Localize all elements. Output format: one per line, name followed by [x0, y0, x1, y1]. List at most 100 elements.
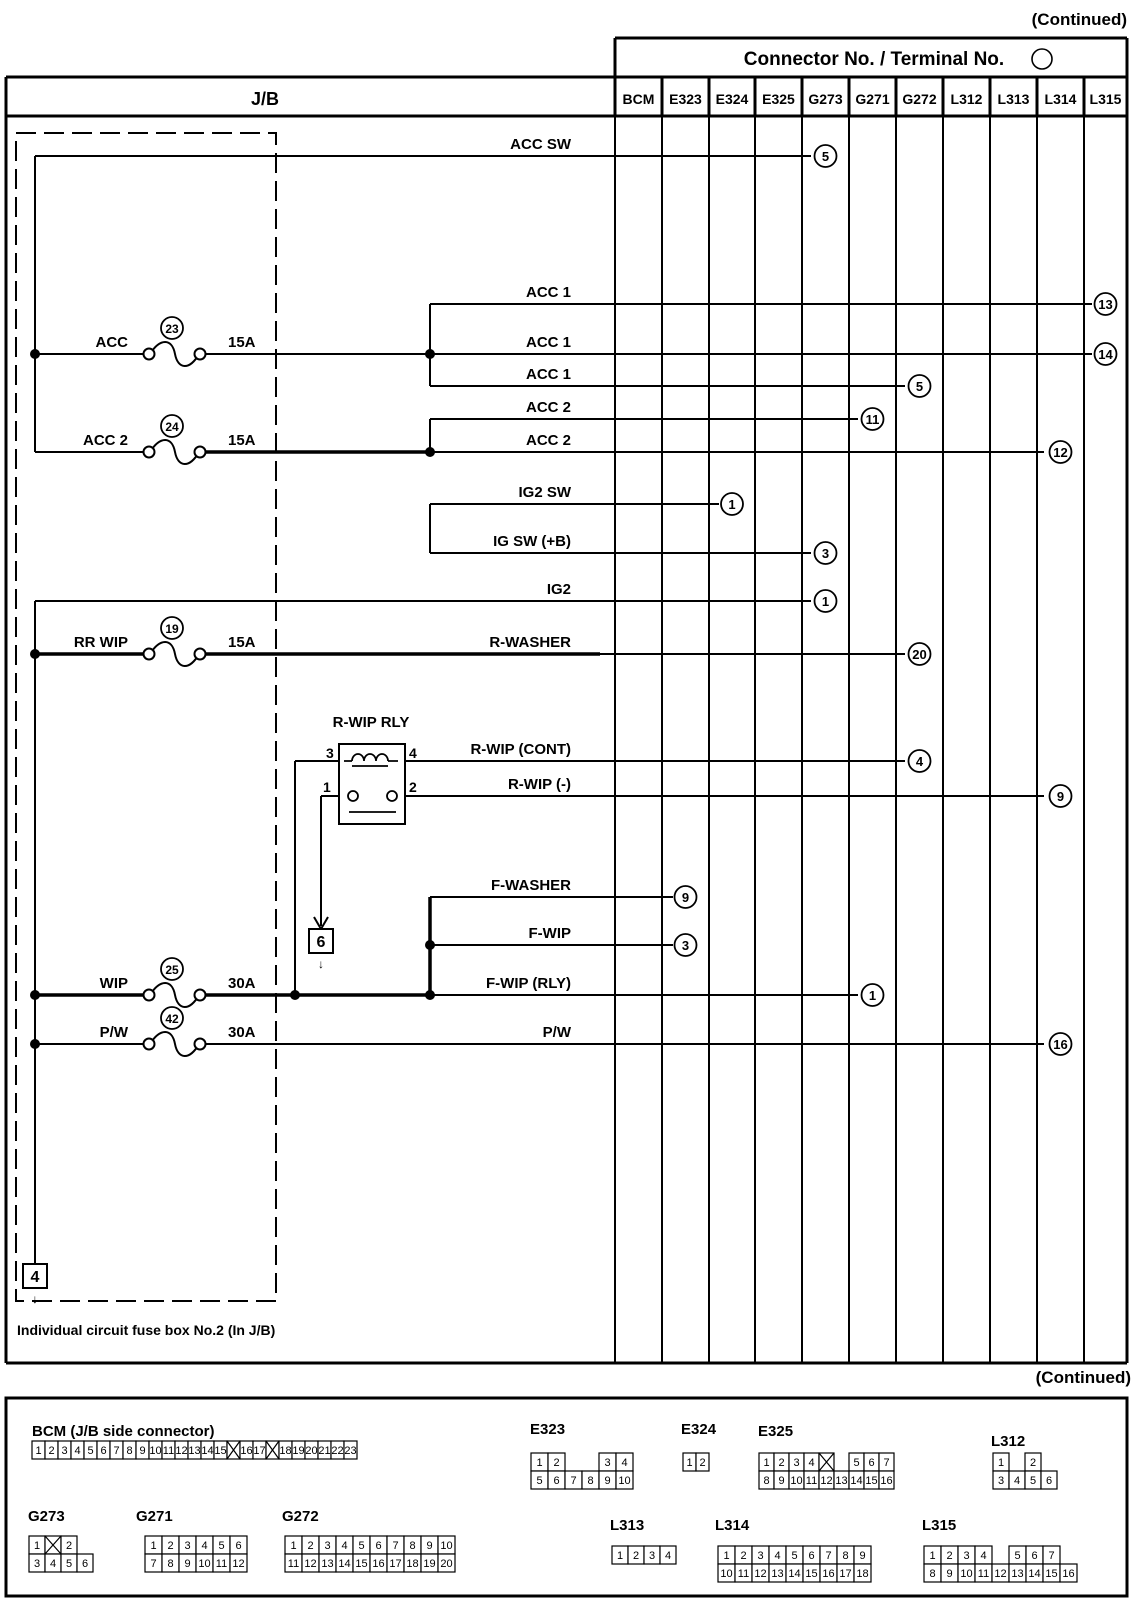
cavity-number: 10	[618, 1475, 630, 1487]
relay-name: R-WIP RLY	[333, 714, 410, 731]
cavity-number: 2	[633, 1550, 639, 1562]
cavity-number: 9	[184, 1558, 190, 1570]
cavity-number: 8	[167, 1558, 173, 1570]
cavity-number: 2	[740, 1550, 746, 1562]
cavity-number: 7	[570, 1475, 576, 1487]
cavity-number: 16	[372, 1558, 384, 1570]
circuit-label: IG2 SW	[518, 484, 571, 501]
arrow-icon: ↓	[318, 957, 324, 971]
cavity-number: 1	[536, 1457, 542, 1469]
cavity-number: 9	[859, 1550, 865, 1562]
terminal-number: 13	[1098, 297, 1112, 312]
cavity-number: 1	[723, 1550, 729, 1562]
cavity-number: 14	[850, 1475, 862, 1487]
cavity-number: 3	[963, 1550, 969, 1562]
terminal-number: 1	[869, 988, 876, 1003]
terminal-number: 9	[1057, 789, 1064, 804]
connector-name: BCM (J/B side connector)	[32, 1423, 215, 1440]
fuse-number-circle	[160, 957, 184, 981]
fuse-number: 23	[165, 322, 179, 336]
cavity-number: 1	[617, 1550, 623, 1562]
cavity-number: 9	[778, 1475, 784, 1487]
cavity-number: 13	[835, 1475, 847, 1487]
fuse-name: ACC	[96, 334, 129, 351]
column-header-l314: L314	[1045, 91, 1077, 107]
connector-cavity	[1040, 1470, 1058, 1490]
cavity-number: 7	[1048, 1550, 1054, 1562]
cavity-number: 4	[665, 1550, 671, 1562]
cavity-number: 19	[423, 1558, 435, 1570]
cavity-number: 7	[113, 1445, 119, 1457]
terminal-number: 4	[916, 754, 924, 769]
cavity-number: 23	[344, 1445, 356, 1457]
blank-cavity-icon	[818, 1452, 835, 1472]
cavity-number: 20	[305, 1445, 317, 1457]
fuse-box-caption: Individual circuit fuse box No.2 (In J/B…	[17, 1322, 275, 1338]
cavity-number: 9	[139, 1445, 145, 1457]
cavity-number: 8	[763, 1475, 769, 1487]
cavity-number: 7	[825, 1550, 831, 1562]
connector-header-title: Connector No. / Terminal No.	[744, 49, 1004, 70]
column-header-l313: L313	[998, 91, 1030, 107]
fuse-name: P/W	[100, 1024, 129, 1041]
circuit-label: P/W	[543, 1024, 572, 1041]
cavity-number: 3	[793, 1457, 799, 1469]
cavity-number: 3	[998, 1475, 1004, 1487]
cavity-number: 12	[304, 1558, 316, 1570]
cavity-number: 7	[392, 1540, 398, 1552]
cavity-number: 1	[34, 1540, 40, 1552]
cavity-number: 10	[440, 1540, 452, 1552]
terminal-circle	[860, 983, 885, 1007]
connector-cavity	[437, 1553, 456, 1573]
terminal-circle	[1048, 1032, 1073, 1056]
terminal-circle	[907, 374, 932, 398]
cavity-number: 1	[150, 1540, 156, 1552]
cavity-number: 3	[34, 1558, 40, 1570]
column-header-l315: L315	[1090, 91, 1122, 107]
circuit-label: ACC 2	[526, 432, 571, 449]
cavity-number: 17	[389, 1558, 401, 1570]
cavity-number: 9	[426, 1540, 432, 1552]
cavity-number: 1	[763, 1457, 769, 1469]
connector-name: L312	[991, 1433, 1025, 1450]
circuit-label: ACC 1	[526, 366, 571, 383]
cavity-number: 15	[214, 1445, 226, 1457]
cavity-number: 15	[1045, 1568, 1057, 1580]
connector-cavity	[853, 1563, 872, 1583]
cavity-number: 6	[100, 1445, 106, 1457]
fuse-number-circle	[160, 1006, 184, 1030]
cavity-number: 10	[149, 1445, 161, 1457]
blank-cavity-icon	[226, 1440, 241, 1460]
cavity-number: 8	[842, 1550, 848, 1562]
fuse-icon	[149, 641, 200, 667]
cavity-number: 10	[960, 1568, 972, 1580]
cavity-number: 11	[978, 1568, 989, 1580]
connector-cavity	[343, 1440, 358, 1460]
terminal-circle	[907, 642, 932, 666]
cavity-number: 2	[307, 1540, 313, 1552]
terminal-number: 1	[822, 594, 829, 609]
ref-box-6: 6 ↓	[308, 916, 334, 971]
column-header-g272: G272	[902, 91, 936, 107]
circuit-label: ACC 1	[526, 284, 571, 301]
jb-header-title: J/B	[251, 89, 279, 109]
terminal-circle	[673, 933, 698, 957]
cavity-number: 1	[686, 1457, 692, 1469]
cavity-number: 21	[318, 1445, 330, 1457]
blank-cavity-icon	[44, 1535, 62, 1555]
cavity-number: 4	[1014, 1475, 1020, 1487]
fuse-end-icon	[193, 1037, 207, 1051]
fuse-rating: 30A	[228, 975, 256, 992]
cavity-number: 12	[994, 1568, 1006, 1580]
circuit-label: R-WASHER	[489, 634, 571, 651]
terminal-circle	[813, 144, 838, 168]
